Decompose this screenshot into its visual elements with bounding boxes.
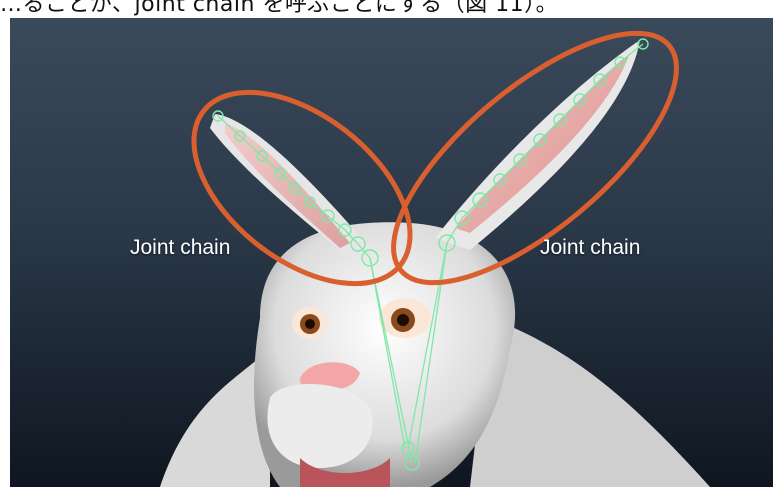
rabbit-body bbox=[160, 348, 270, 487]
maya-viewport[interactable]: Joint chain Joint chain bbox=[10, 18, 773, 487]
joint-chain-label-right: Joint chain bbox=[540, 236, 640, 260]
snout bbox=[267, 384, 372, 468]
scene-render bbox=[10, 18, 773, 487]
caption-text: …ることが、joint chain を呼ぶことにする（図 11）。 bbox=[0, 0, 773, 20]
joint-chain-label-left: Joint chain bbox=[130, 236, 230, 260]
